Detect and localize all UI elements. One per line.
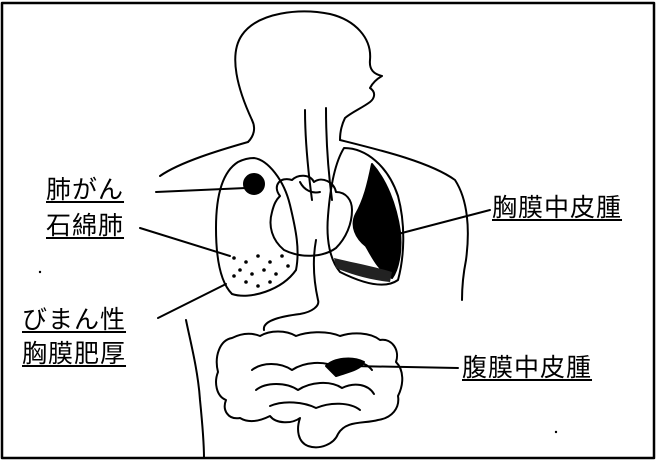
label-asbestosis: 石綿肺 xyxy=(46,212,124,240)
neck-left xyxy=(248,120,254,142)
peritoneal-mesothelioma-shading xyxy=(326,359,364,376)
label-lung-cancer: 肺がん xyxy=(46,176,124,204)
leader-diffuse-pleural-thickening xyxy=(158,284,226,318)
leader-pleural-mesothelioma xyxy=(398,210,490,234)
head-outline xyxy=(235,12,382,140)
small-intestine-3 xyxy=(270,402,360,410)
label-pleural-mesothelioma: 胸膜中皮腫 xyxy=(492,194,622,222)
stray-dot xyxy=(555,431,557,433)
asbestosis-dots xyxy=(232,254,290,288)
stray-dot xyxy=(39,271,41,273)
label-diffuse-pleural-thickening-line2: 胸膜肥厚 xyxy=(22,340,126,368)
esophagus xyxy=(305,110,312,200)
large-intestine xyxy=(216,332,402,448)
lung-cancer-mass xyxy=(244,174,264,194)
pleural-mesothelioma-shading xyxy=(354,164,401,278)
label-peritoneal-mesothelioma: 腹膜中皮腫 xyxy=(462,354,592,382)
label-diffuse-pleural-thickening-line1: びまん性 xyxy=(22,306,126,334)
leader-lung-cancer xyxy=(156,188,246,192)
small-intestine-2 xyxy=(256,383,374,394)
leader-peritoneal-mesothelioma xyxy=(352,366,458,368)
body-left-edge xyxy=(186,320,204,458)
shoulder-left xyxy=(160,142,248,176)
